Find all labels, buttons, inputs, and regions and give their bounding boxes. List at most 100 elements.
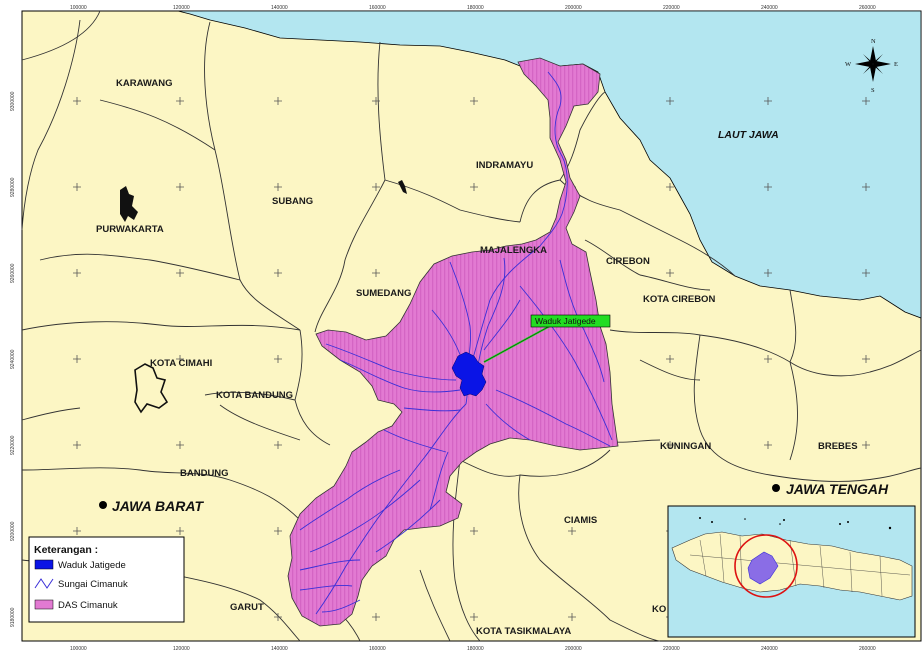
x-tick-top: 200000 <box>565 5 582 11</box>
legend-label-das: DAS Cimanuk <box>58 600 118 611</box>
label-indramayu: INDRAMAYU <box>476 160 533 171</box>
label-bandung: BANDUNG <box>180 468 229 479</box>
x-tick-bottom: 180000 <box>467 646 484 652</box>
x-tick-top: 120000 <box>173 5 190 11</box>
compass-w: W <box>845 61 852 68</box>
grid-cross <box>73 527 81 535</box>
grid-cross <box>862 269 870 277</box>
y-tick-left: 9240000 <box>10 349 16 369</box>
grid-cross <box>764 183 772 191</box>
x-tick-bottom: 100000 <box>70 646 87 652</box>
grid-cross <box>470 613 478 621</box>
province-jawa-tengah: JAWA TENGAH <box>786 481 889 497</box>
grid-cross <box>372 613 380 621</box>
grid-cross <box>274 355 282 363</box>
x-tick-top: 180000 <box>467 5 484 11</box>
y-tick-left: 9260000 <box>10 263 16 283</box>
label-kota-tasikmalaya: KOTA TASIKMALAYA <box>476 626 571 637</box>
legend-label-waduk: Waduk Jatigede <box>58 560 126 571</box>
x-tick-bottom: 120000 <box>173 646 190 652</box>
legend-label-river: Sungai Cimanuk <box>58 579 128 590</box>
grid-cross <box>862 183 870 191</box>
grid-cross <box>73 355 81 363</box>
grid-cross <box>764 441 772 449</box>
y-tick-left: 9280000 <box>10 177 16 197</box>
grid-cross <box>274 527 282 535</box>
inset-highlight-circle <box>734 534 798 598</box>
y-tick-left: 9200000 <box>10 521 16 541</box>
callout-label: Waduk Jatigede <box>535 316 596 326</box>
label-ciamis: CIAMIS <box>564 515 597 526</box>
legend-title: Keterangan : <box>34 544 98 556</box>
grid-cross <box>73 183 81 191</box>
grid-cross <box>274 97 282 105</box>
grid-cross <box>470 97 478 105</box>
regency-boundaries <box>21 10 922 642</box>
label-ko: KO <box>652 604 666 615</box>
grid-cross <box>176 269 184 277</box>
label-subang: SUBANG <box>272 196 313 207</box>
compass-icon: N S E W <box>845 38 898 94</box>
grid-cross <box>568 613 576 621</box>
grid-cross <box>176 355 184 363</box>
grid-cross <box>176 527 184 535</box>
label-kota-bandung: KOTA BANDUNG <box>216 390 293 401</box>
grid-cross <box>666 355 674 363</box>
grid-cross <box>372 183 380 191</box>
label-sumedang: SUMEDANG <box>356 288 411 299</box>
grid-cross <box>274 269 282 277</box>
legend-swatch-das <box>34 599 54 610</box>
grid-cross <box>372 269 380 277</box>
x-tick-top: 240000 <box>761 5 778 11</box>
x-tick-top: 260000 <box>859 5 876 11</box>
compass-e: E <box>894 61 898 68</box>
x-tick-bottom: 140000 <box>271 646 288 652</box>
inset-map <box>667 505 916 638</box>
legend: Keterangan : Waduk Jatigede Sungai Ciman… <box>28 536 185 623</box>
grid-cross <box>764 97 772 105</box>
grid-cross <box>176 97 184 105</box>
grid-cross <box>470 527 478 535</box>
y-tick-left: 9300000 <box>10 91 16 111</box>
grid-cross <box>764 355 772 363</box>
x-tick-top: 100000 <box>70 5 87 11</box>
x-tick-bottom: 240000 <box>761 646 778 652</box>
label-kota-cimahi: KOTA CIMAHI <box>150 358 212 369</box>
callout-box <box>530 314 611 328</box>
grid-cross <box>862 97 870 105</box>
grid-cross <box>274 183 282 191</box>
grid-cross <box>176 441 184 449</box>
province-jawa-barat: JAWA BARAT <box>112 498 204 514</box>
legend-swatch-waduk <box>34 559 54 570</box>
label-purwakarta: PURWAKARTA <box>96 224 164 235</box>
grid-cross <box>73 97 81 105</box>
grid-cross <box>274 613 282 621</box>
jawa-tengah-marker <box>772 484 780 492</box>
grid-cross <box>666 97 674 105</box>
label-kota-cirebon: KOTA CIREBON <box>643 294 715 305</box>
grid-cross <box>470 183 478 191</box>
legend-swatch-river-icon <box>34 578 54 589</box>
grid-cross <box>372 97 380 105</box>
label-brebes: BREBES <box>818 441 858 452</box>
label-garut: GARUT <box>230 602 264 613</box>
label-majalengka: MAJALENGKA <box>480 245 547 256</box>
label-cirebon: CIREBON <box>606 256 650 267</box>
grid-cross <box>666 183 674 191</box>
region-labels: KARAWANG PURWAKARTA SUBANG INDRAMAYU MAJ… <box>96 78 858 637</box>
x-tick-bottom: 260000 <box>859 646 876 652</box>
sungai-cimanuk-rivers <box>299 71 613 615</box>
grid-cross <box>666 269 674 277</box>
x-tick-bottom: 220000 <box>663 646 680 652</box>
x-tick-bottom: 160000 <box>369 646 386 652</box>
grid-cross <box>274 441 282 449</box>
grid-cross <box>73 441 81 449</box>
grid-cross <box>73 269 81 277</box>
grid-cross <box>764 269 772 277</box>
y-tick-left: 9220000 <box>10 435 16 455</box>
sea-label: LAUT JAWA <box>718 129 779 141</box>
grid-cross <box>862 441 870 449</box>
jawa-barat-marker <box>99 501 107 509</box>
